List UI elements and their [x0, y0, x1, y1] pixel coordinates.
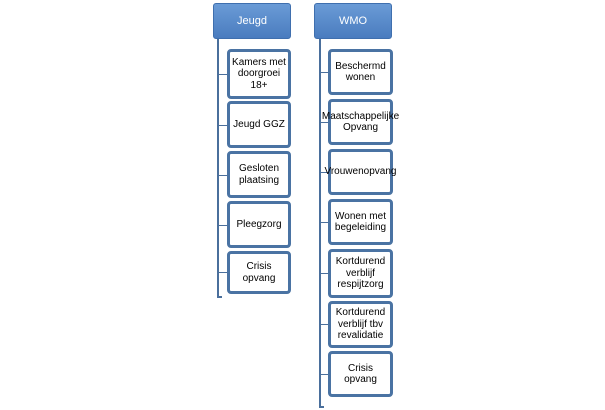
node-gesloten-plaatsing: Gesloten plaatsing — [227, 151, 291, 198]
connector-foot-wmo — [319, 406, 324, 408]
connector-branch — [321, 273, 329, 274]
header-wmo: WMO — [314, 3, 392, 39]
connector-branch — [219, 175, 227, 176]
connector-branch — [219, 272, 227, 273]
connector-branch — [321, 324, 329, 325]
node-maatschappelijke-opvang: Maatschappelijke Opvang — [322, 99, 399, 145]
node-crisis-opvang-wmo: Crisis opvang — [328, 351, 393, 397]
connector-branch — [321, 172, 329, 173]
connector-branch — [321, 72, 329, 73]
connector-trunk-wmo — [319, 39, 321, 407]
connector-trunk-jeugd — [217, 39, 219, 297]
node-pleegzorg: Pleegzorg — [227, 201, 291, 248]
connector-branch — [219, 125, 227, 126]
connector-foot-jeugd — [217, 296, 222, 298]
node-kortdurend-verblijf-revalidatie: Kortdurend verblijf tbv revalidatie — [328, 301, 393, 348]
node-jeugd-ggz: Jeugd GGZ — [227, 101, 291, 148]
node-wonen-met-begeleiding: Wonen met begeleiding — [328, 199, 393, 245]
connector-branch — [321, 374, 329, 375]
node-kamers-met-doorgroei: Kamers met doorgroei 18+ — [227, 49, 291, 99]
connector-branch — [321, 122, 329, 123]
node-beschermd-wonen: Beschermd wonen — [328, 49, 393, 95]
connector-branch — [219, 225, 227, 226]
header-jeugd: Jeugd — [213, 3, 291, 39]
node-vrouwenopvang: Vrouwenopvang — [325, 149, 396, 195]
node-crisis-opvang-jeugd: Crisis opvang — [227, 251, 291, 294]
connector-branch — [219, 74, 227, 75]
node-kortdurend-verblijf-respijtzorg: Kortdurend verblijf respijtzorg — [328, 249, 393, 298]
connector-branch — [321, 222, 329, 223]
